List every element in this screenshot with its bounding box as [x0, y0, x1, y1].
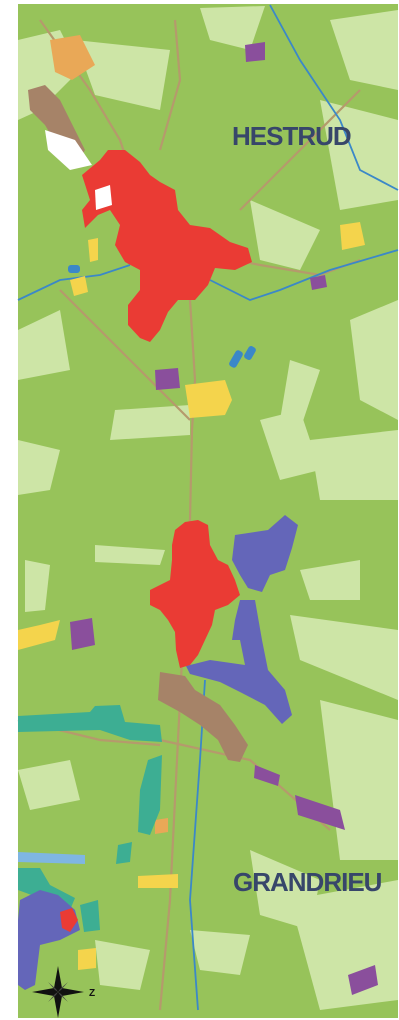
teal-zone: [80, 900, 100, 932]
purple-zone: [295, 795, 345, 830]
pale-field: [250, 200, 320, 270]
orange-zone: [155, 818, 168, 834]
blue-zone: [232, 515, 298, 592]
purple-zone: [70, 618, 95, 650]
white-area: [45, 130, 92, 170]
teal-zone: [18, 705, 162, 742]
red-zone-small: [60, 908, 78, 932]
pale-field: [300, 560, 360, 600]
pale-field: [18, 310, 70, 380]
yellow-zones: [18, 222, 365, 970]
pale-field: [190, 930, 250, 975]
orange-zones: [50, 35, 168, 834]
blue-zone: [186, 600, 292, 724]
compass-north-point: [54, 966, 62, 992]
ponds: [45, 130, 256, 368]
orange-zone: [50, 35, 95, 80]
compass-diagonal: [48, 982, 58, 992]
pale-field: [200, 6, 265, 50]
pale-field: [95, 940, 150, 990]
yellow-zone: [70, 276, 88, 296]
pale-field: [95, 545, 165, 565]
yellow-zone: [78, 948, 96, 970]
road: [158, 19, 182, 151]
teal-zone: [116, 842, 132, 864]
compass-east-point: [58, 988, 84, 996]
red-zone-hestrud: [82, 150, 252, 342]
light-blue-zone: [18, 852, 85, 864]
label-grandrieu: GRANDRIEU: [233, 867, 382, 897]
pond: [68, 265, 80, 273]
rivers: [17, 4, 399, 1011]
compass-rose: Z: [32, 966, 95, 1018]
pale-fields: [18, 6, 398, 1010]
compass-diagonal: [58, 982, 68, 992]
river: [209, 249, 399, 301]
label-hestrud: HESTRUD: [232, 121, 351, 151]
pale-field: [18, 760, 80, 810]
red-zones: [60, 150, 252, 932]
purple-zone: [155, 368, 180, 390]
white-area: [95, 185, 112, 210]
road: [59, 289, 191, 421]
purple-zone: [348, 965, 378, 995]
purple-zone: [254, 765, 280, 786]
compass-diagonal: [58, 992, 68, 1002]
yellow-zone: [340, 222, 365, 250]
pale-field: [290, 615, 398, 700]
compass-letter: Z: [89, 988, 95, 999]
red-zone-grandrieu-north: [150, 520, 240, 668]
river: [189, 679, 206, 1011]
pale-field: [260, 410, 320, 480]
teal-zone: [138, 755, 162, 835]
purple-zones: [70, 42, 378, 995]
compass-diagonal: [48, 992, 58, 1002]
pond: [229, 350, 243, 368]
pale-field: [25, 560, 50, 612]
purple-zone: [245, 42, 265, 62]
pond: [244, 346, 256, 360]
pale-field: [330, 10, 398, 90]
pale-field: [310, 430, 398, 500]
road: [239, 89, 361, 211]
pale-field: [110, 405, 190, 440]
pale-field: [350, 300, 398, 420]
yellow-zone: [185, 380, 232, 418]
yellow-zone: [138, 874, 178, 888]
yellow-zone: [18, 620, 60, 650]
teal-zones: [18, 705, 162, 932]
pale-field: [320, 100, 398, 210]
compass-south-point: [54, 992, 62, 1018]
purple-zone: [310, 275, 327, 290]
brown-zone: [158, 672, 248, 762]
yellow-zone: [88, 238, 98, 262]
pale-field: [75, 40, 170, 110]
compass-west-point: [32, 988, 58, 996]
river: [269, 4, 399, 191]
pale-field: [18, 440, 60, 495]
